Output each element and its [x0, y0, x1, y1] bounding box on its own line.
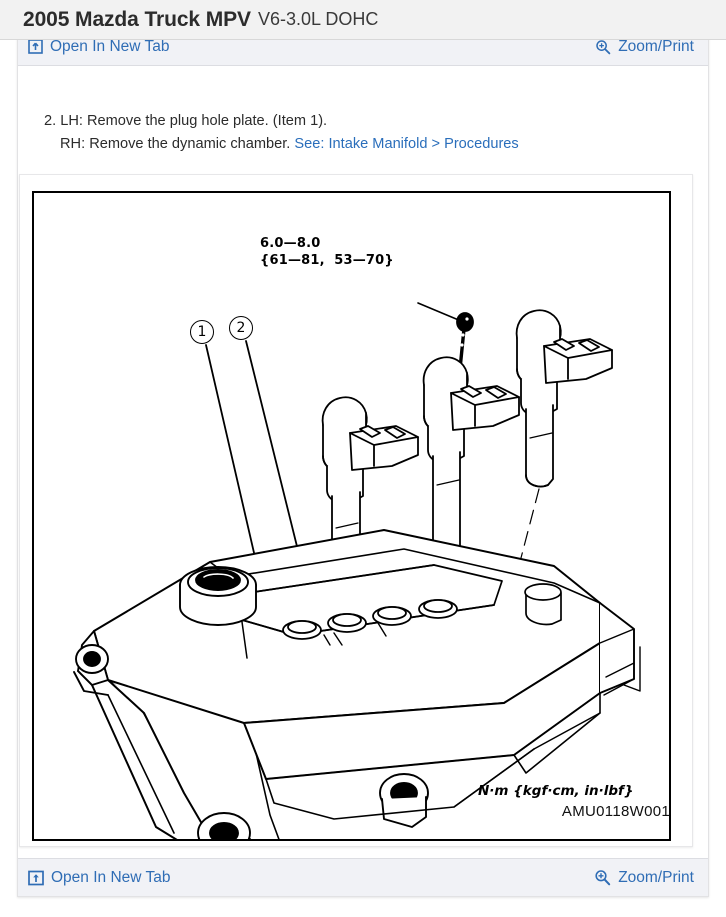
instruction-block: 2. LH: Remove the plug hole plate. (Item…: [18, 110, 710, 156]
units-note-label: N·m {kgf·cm, in·lbf}: [478, 783, 634, 799]
page-header: 2005 Mazda Truck MPV V6-3.0L DOHC: [0, 0, 726, 40]
diagram-frame: 6.0—8.0 {61—81, 53—70} 1 2 N·m {kgf·cm, i…: [32, 191, 671, 841]
vehicle-title: 2005 Mazda Truck MPV: [23, 7, 251, 31]
callout-2-label: 2: [236, 320, 246, 336]
callout-marker-1: 1: [190, 320, 214, 344]
vehicle-engine-subtitle: V6-3.0L DOHC: [257, 9, 379, 29]
open-in-new-tab-label: Open In New Tab: [51, 868, 171, 886]
instruction-line-2-text: RH: Remove the dynamic chamber.: [60, 136, 295, 152]
external-link-icon: [28, 39, 43, 54]
callout-1-label: 1: [197, 324, 207, 340]
zoom-print-label-top: Zoom/Print: [618, 37, 694, 55]
engine-cover-technical-drawing: [73, 302, 641, 839]
figure-card: Open In New Tab Zoom/Print 2. LH: Remove…: [17, 27, 709, 897]
figure-toolbar-bottom: Open In New Tab Zoom/Print: [18, 858, 708, 896]
instruction-line-1: 2. LH: Remove the plug hole plate. (Item…: [44, 113, 328, 129]
zoom-print-label: Zoom/Print: [618, 868, 694, 886]
magnifier-plus-icon: [594, 869, 611, 886]
zoom-print-button-top[interactable]: Zoom/Print: [595, 39, 694, 55]
diagram-container: 6.0—8.0 {61—81, 53—70} 1 2 N·m {kgf·cm, i…: [19, 174, 693, 847]
open-in-new-tab-label-top: Open In New Tab: [50, 37, 170, 55]
instruction-line-2: RH: Remove the dynamic chamber. See: Int…: [44, 133, 692, 156]
open-in-new-tab-button[interactable]: Open In New Tab: [28, 870, 170, 886]
open-in-new-tab-button-top[interactable]: Open In New Tab: [28, 39, 169, 55]
figure-id-label: AMU0118W001: [561, 803, 670, 820]
torque-spec-line-1: 6.0—8.0: [260, 236, 321, 251]
magnifier-plus-icon: [595, 39, 611, 55]
callout-marker-2: 2: [229, 316, 253, 340]
torque-spec-label: 6.0—8.0 {61—81, 53—70}: [260, 235, 394, 269]
intake-manifold-procedures-link[interactable]: See: Intake Manifold > Procedures: [294, 136, 519, 152]
torque-spec-line-2: {61—81, 53—70}: [260, 253, 394, 268]
external-link-icon: [28, 870, 44, 886]
zoom-print-button[interactable]: Zoom/Print: [594, 869, 694, 886]
